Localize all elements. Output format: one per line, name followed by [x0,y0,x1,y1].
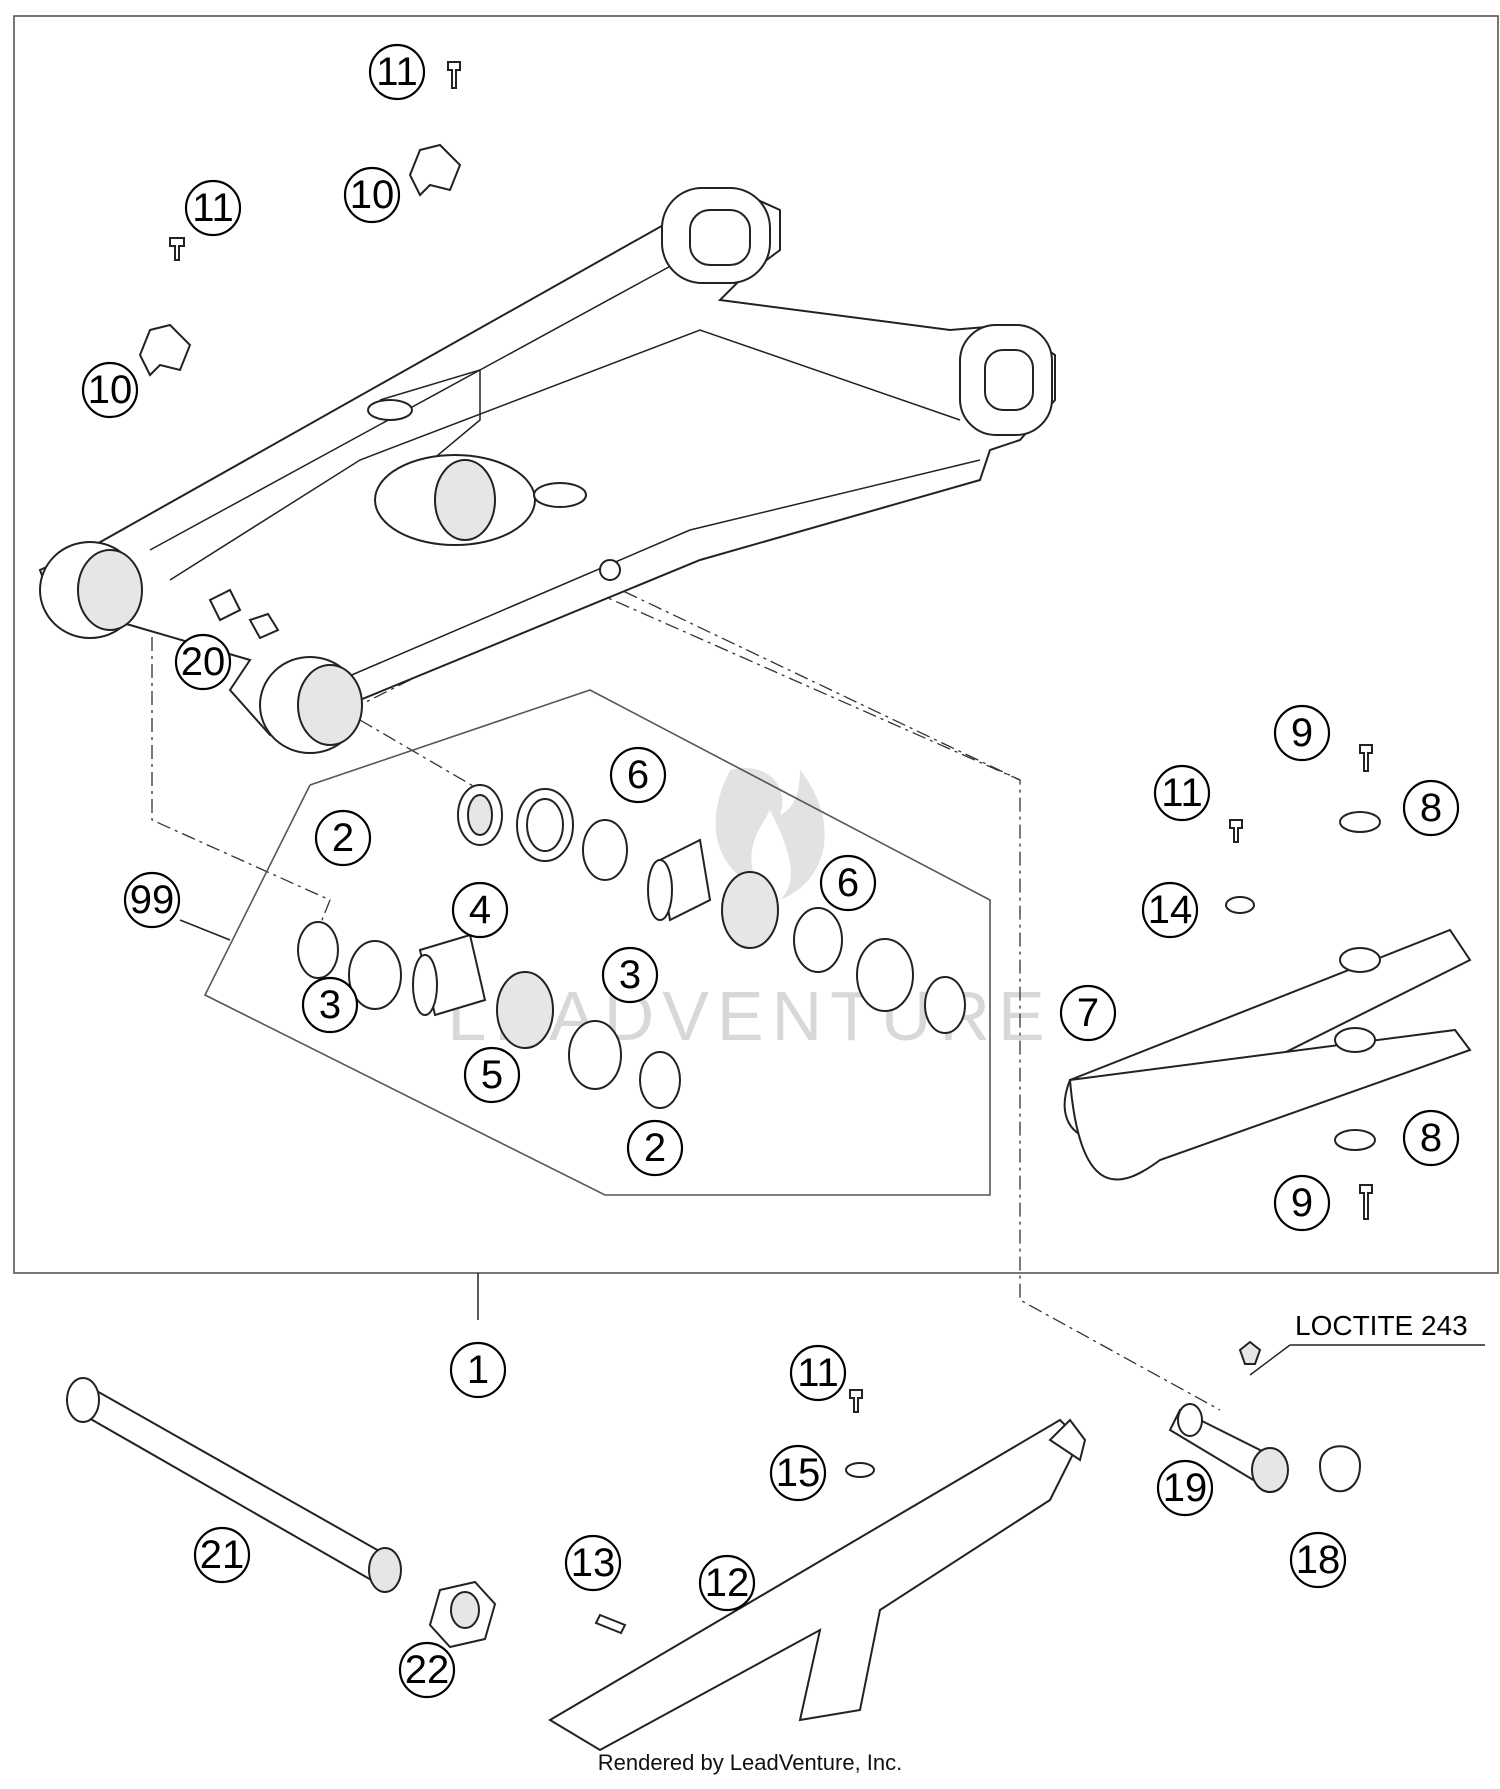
callout-label: 4 [469,888,491,932]
callout-22: 22 [398,1641,456,1699]
callout-5: 5 [463,1046,521,1104]
callout-label: 18 [1296,1538,1341,1582]
callout-15: 15 [769,1444,827,1502]
callout-7: 7 [1059,984,1117,1042]
callout-label: 20 [181,640,226,684]
callout-label: 99 [130,878,175,922]
callout-label: 15 [776,1451,821,1495]
callout-8-a: 8 [1402,779,1460,837]
callout-label: 3 [619,953,641,997]
callout-label: 1 [467,1348,489,1392]
callout-label: 11 [1161,771,1203,815]
callout-11-d: 11 [789,1344,847,1402]
callout-label: 2 [644,1126,666,1170]
swingarm [38,187,1056,754]
loctite-note: LOCTITE 243 [1249,1310,1485,1376]
small-hardware-upper [138,61,462,640]
callout-label: 9 [1291,1181,1313,1225]
loctite-label: LOCTITE 243 [1295,1310,1468,1341]
callout-label: 9 [1291,711,1313,755]
callout-3-a: 3 [301,976,359,1034]
callout-label: 2 [332,816,354,860]
callout-label: 11 [797,1351,839,1395]
callout-20: 20 [174,633,232,691]
callout-label: 6 [627,753,649,797]
callout-99: 99 [123,871,181,929]
callout-label: 3 [319,983,341,1027]
callout-label: 12 [705,1561,750,1605]
callout-2-a: 2 [314,809,372,867]
callout-label: 22 [405,1648,450,1692]
callout-label: 6 [837,861,859,905]
callout-1: 1 [449,1341,507,1399]
callout-11-b: 11 [184,179,242,237]
callout-18: 18 [1289,1531,1347,1589]
callout-11-a: 11 [368,43,426,101]
callout-6-a: 6 [609,746,667,804]
bearings-bushings [297,784,966,1109]
callout-12: 12 [698,1554,756,1612]
callout-label: 8 [1420,786,1442,830]
callout-11-c: 11 [1153,764,1211,822]
callout-10-b: 10 [81,361,139,419]
callout-3-b: 3 [601,946,659,1004]
callout-label: 10 [350,173,395,217]
callout-19: 19 [1156,1459,1214,1517]
lower-parts [66,1340,1362,1752]
callout-6-b: 6 [819,854,877,912]
callout-label: 5 [481,1053,503,1097]
callout-label: 11 [192,186,234,230]
assembly-frame [13,15,1499,1274]
callout-8-b: 8 [1402,1109,1460,1167]
callout-label: 8 [1420,1116,1442,1160]
callout-21: 21 [193,1526,251,1584]
callout-label: 11 [376,50,418,94]
callout-4: 4 [451,881,509,939]
callout-label: 14 [1148,888,1193,932]
callout-label: 19 [1163,1466,1208,1510]
callout-9-a: 9 [1273,704,1331,762]
callout-14: 14 [1141,881,1199,939]
footer-credit: Rendered by LeadVenture, Inc. [597,1750,903,1775]
callout-label: 7 [1077,991,1099,1035]
chain-guide [1063,744,1472,1220]
callout-10-a: 10 [343,166,401,224]
callout-2-b: 2 [626,1119,684,1177]
callout-label: 13 [571,1541,616,1585]
callout-9-b: 9 [1273,1174,1331,1232]
callout-13: 13 [564,1534,622,1592]
callout-label: 21 [200,1533,245,1577]
callout-label: 10 [88,368,133,412]
